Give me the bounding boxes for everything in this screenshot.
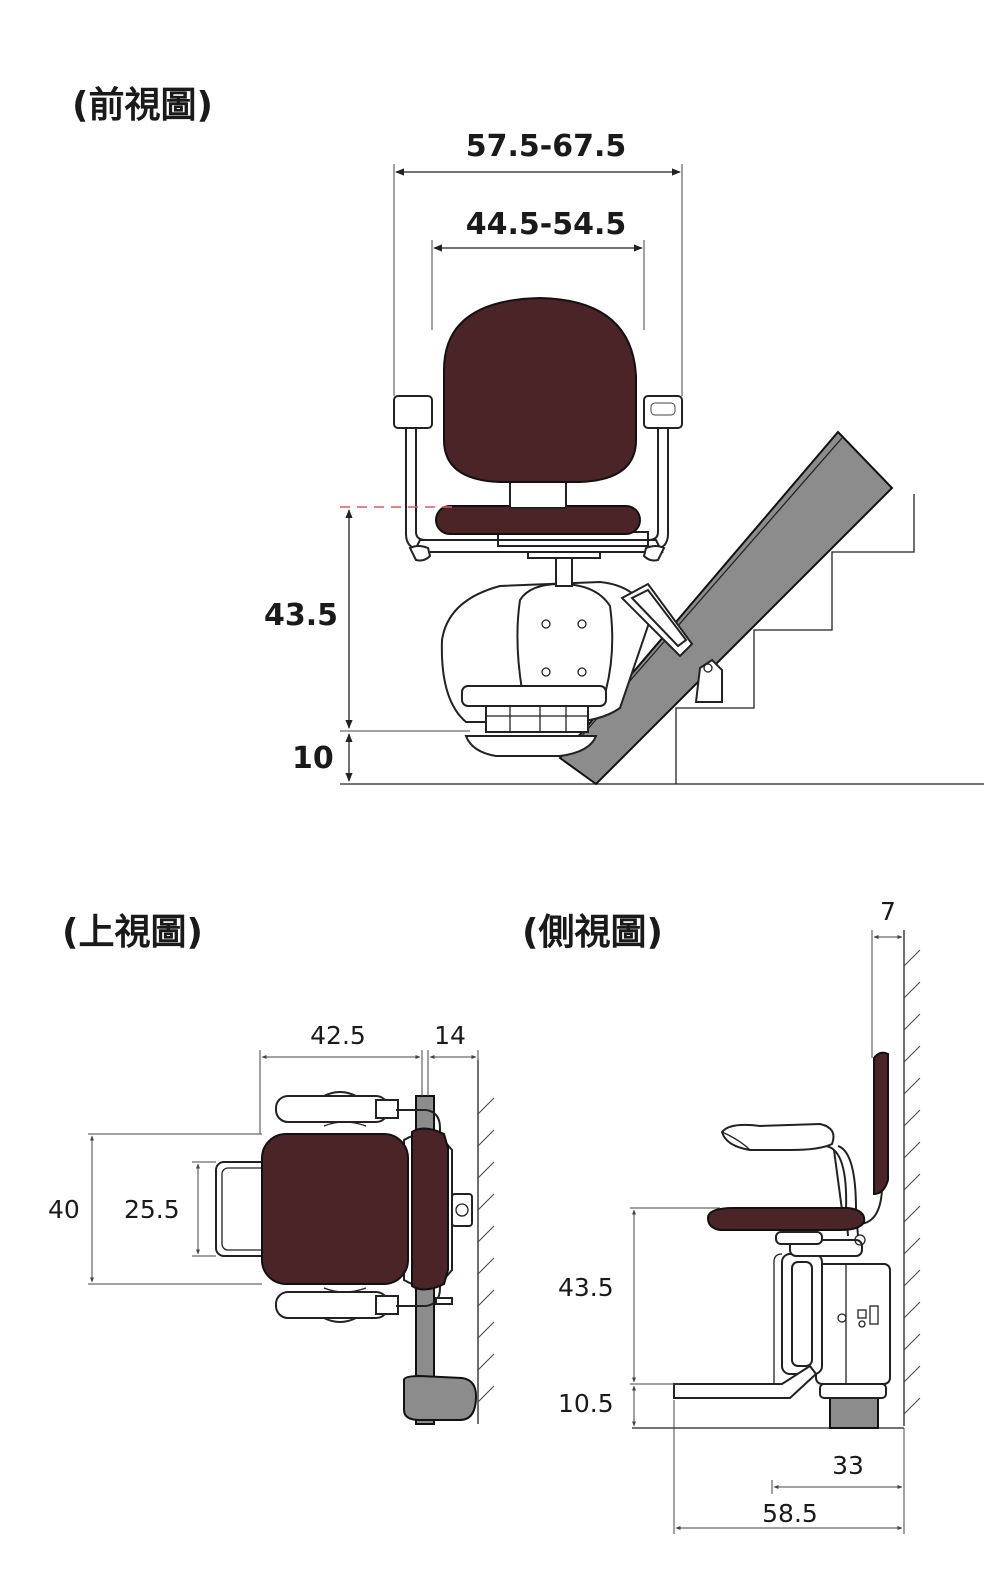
- front-dimensions: 57.5-67.5 44.5-54.5 43.5 10: [264, 129, 683, 782]
- dim-side-seat-height: 43.5: [558, 1273, 614, 1302]
- dim-front-seat-height: 43.5: [264, 598, 338, 633]
- front-view: (前視圖): [72, 85, 984, 786]
- side-backrest: [873, 1051, 889, 1196]
- top-backrest: [411, 1127, 449, 1291]
- side-rail: [829, 1395, 879, 1429]
- side-dimensions: 7 43.5 10.5 33 58.5: [558, 897, 905, 1534]
- dim-top-overall-depth: 40: [48, 1195, 80, 1224]
- side-seat-cushion: [706, 1207, 866, 1231]
- dim-wall-gap: 7: [880, 897, 896, 926]
- armrests: [393, 395, 683, 551]
- top-seat-cushion: [261, 1133, 409, 1285]
- dim-footrest-depth: 25.5: [124, 1195, 180, 1224]
- side-armrest: [720, 1122, 835, 1151]
- dim-seat-depth: 42.5: [310, 1021, 366, 1050]
- dim-side-overall-depth: 58.5: [762, 1499, 818, 1528]
- side-view: (側視圖): [522, 897, 921, 1534]
- top-armrests: [275, 1091, 441, 1323]
- side-seat: [706, 1051, 889, 1246]
- backrest: [443, 296, 637, 483]
- top-wall: [477, 1060, 495, 1424]
- carriage: [440, 580, 723, 757]
- front-view-title: (前視圖): [72, 85, 213, 126]
- seat-cushion: [435, 505, 641, 535]
- top-view: (上視圖): [48, 912, 495, 1425]
- top-view-title: (上視圖): [62, 912, 203, 953]
- top-dimensions: 42.5 14 40 25.5: [48, 1021, 479, 1285]
- dim-base-height: 10: [292, 741, 334, 776]
- dim-folded-depth: 33: [832, 1451, 864, 1480]
- dim-overall-width: 57.5-67.5: [466, 129, 627, 164]
- staircase: [340, 494, 984, 785]
- side-view-title: (側視圖): [522, 912, 663, 953]
- top-seat: [261, 1127, 473, 1305]
- side-carriage: [673, 1231, 891, 1399]
- seat-front: [408, 296, 666, 562]
- dim-rail-offset: 14: [434, 1021, 466, 1050]
- dim-footrest-height: 10.5: [558, 1389, 614, 1418]
- dim-seat-width: 44.5-54.5: [466, 207, 627, 242]
